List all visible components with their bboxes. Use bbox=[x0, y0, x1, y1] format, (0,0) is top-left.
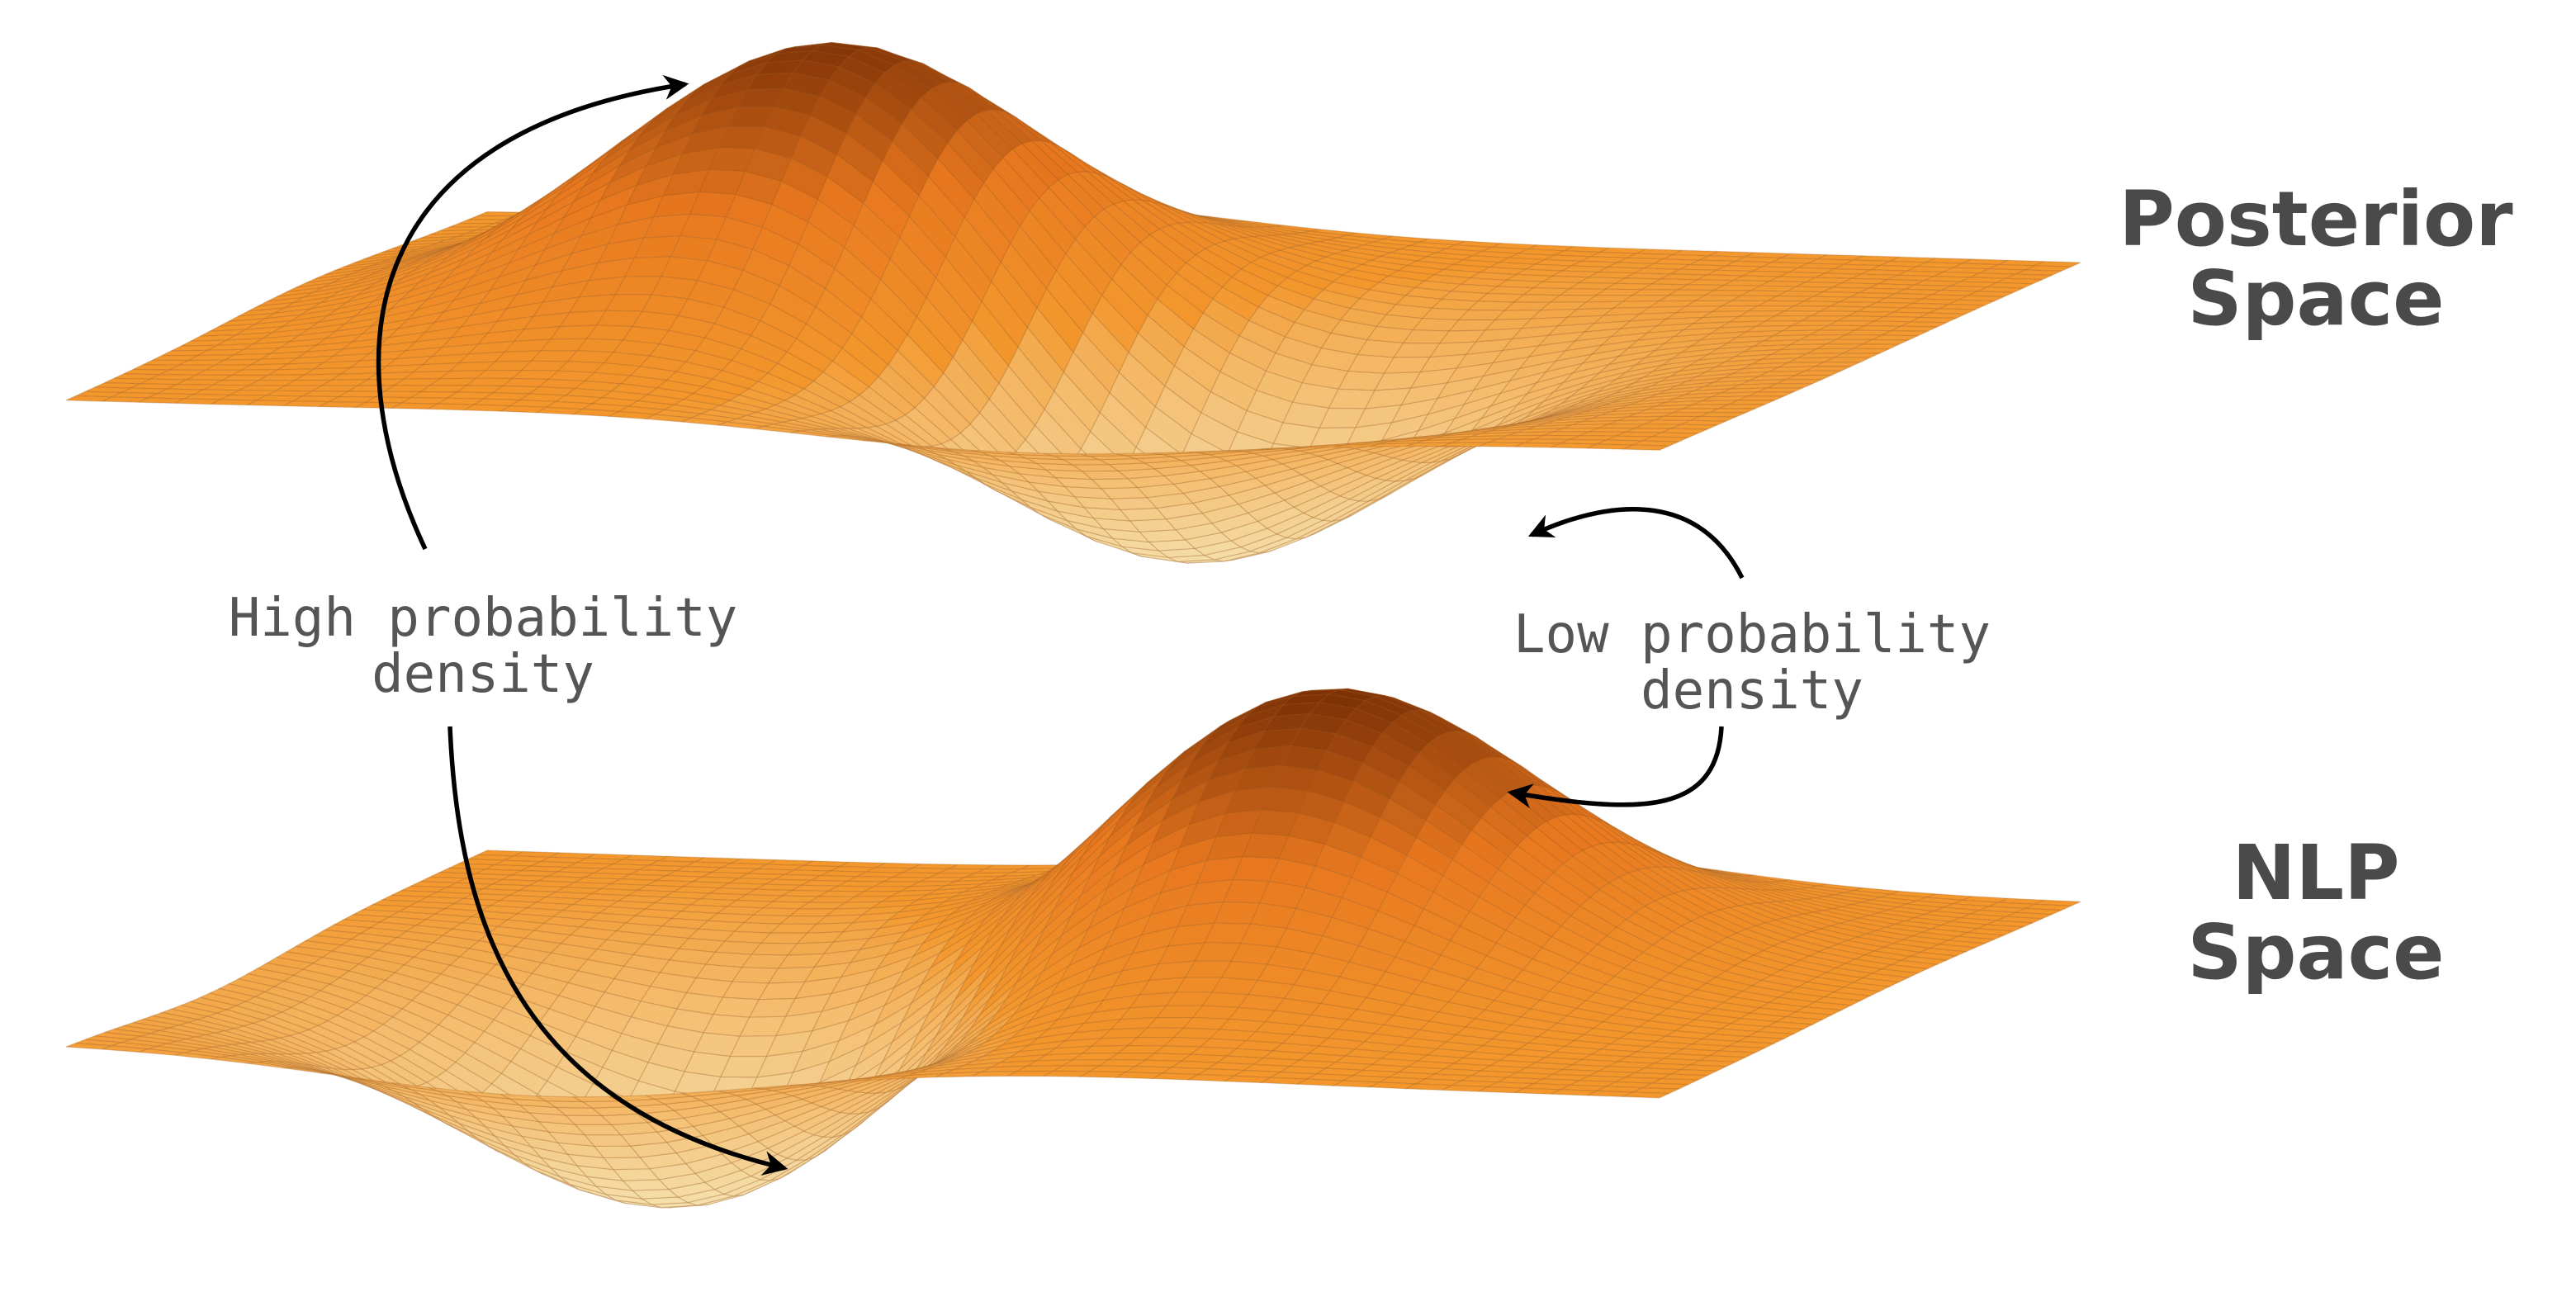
high-density-line1: High probability bbox=[228, 588, 738, 649]
low-density-arrow-top bbox=[1527, 507, 1745, 580]
nlp-label-line1: NLP bbox=[2232, 829, 2400, 917]
posterior-surface-mesh-cell bbox=[1622, 444, 1669, 451]
nlp-surface-mesh-cell bbox=[1622, 1091, 1669, 1099]
posterior-surface-mesh-cell bbox=[1728, 400, 1775, 405]
low-density-line2: density bbox=[1641, 660, 1863, 722]
posterior-label-line2: Space bbox=[2187, 254, 2445, 343]
posterior-label-line1: Posterior bbox=[2119, 175, 2513, 263]
low-density-annotation: Low probability density bbox=[1455, 607, 2049, 719]
posterior-surface bbox=[65, 41, 2081, 564]
nlp-surface bbox=[65, 688, 2081, 1209]
posterior-space-label: Posterior Space bbox=[2101, 180, 2531, 338]
nlp-label-line2: Space bbox=[2187, 908, 2445, 996]
nlp-space-label: NLP Space bbox=[2101, 834, 2531, 992]
high-density-line2: density bbox=[372, 644, 594, 705]
low-density-line1: Low probability bbox=[1513, 604, 1991, 665]
high-density-annotation: High probability density bbox=[186, 590, 780, 703]
